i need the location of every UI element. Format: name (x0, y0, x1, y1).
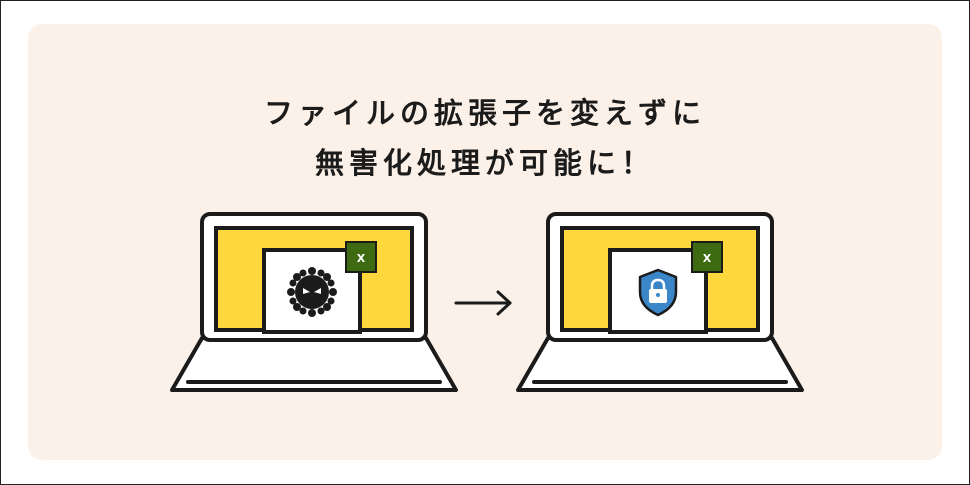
headline-line-1: ファイルの拡張子を変えずに (263, 96, 706, 130)
malware-virus-icon (287, 267, 337, 317)
excel-file-badge: X (357, 252, 366, 265)
shield-lock-icon (638, 268, 678, 317)
laptop-after: X (516, 212, 804, 392)
excel-file-badge: X (703, 252, 712, 265)
laptop-before: X (170, 212, 458, 392)
headline-line-2: 無害化処理が可能に！ (314, 146, 655, 180)
arrow-right-icon (454, 290, 512, 316)
headline: ファイルの拡張子を変えずに 無害化処理が可能に！ (0, 88, 970, 188)
